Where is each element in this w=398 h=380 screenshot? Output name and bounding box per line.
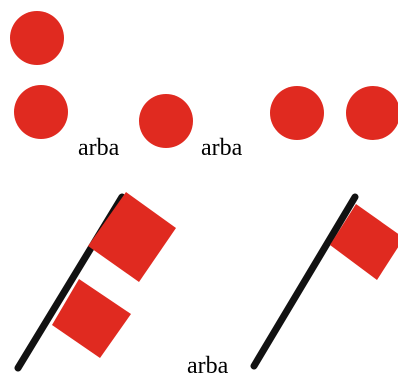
caption-label: arba [78,136,119,160]
dot-icon [14,85,68,139]
dot-icon [346,86,398,140]
caption-label: arba [187,354,228,378]
flag-pole-icon [254,197,355,366]
dot-icon [139,94,193,148]
caption-label: arba [201,136,242,160]
dot-icon [10,11,64,65]
red-flag-icon [88,192,176,282]
dot-group [10,11,398,148]
dot-icon [270,86,324,140]
semaphore-figure-right [254,197,398,366]
semaphore-figure-left [18,192,176,368]
